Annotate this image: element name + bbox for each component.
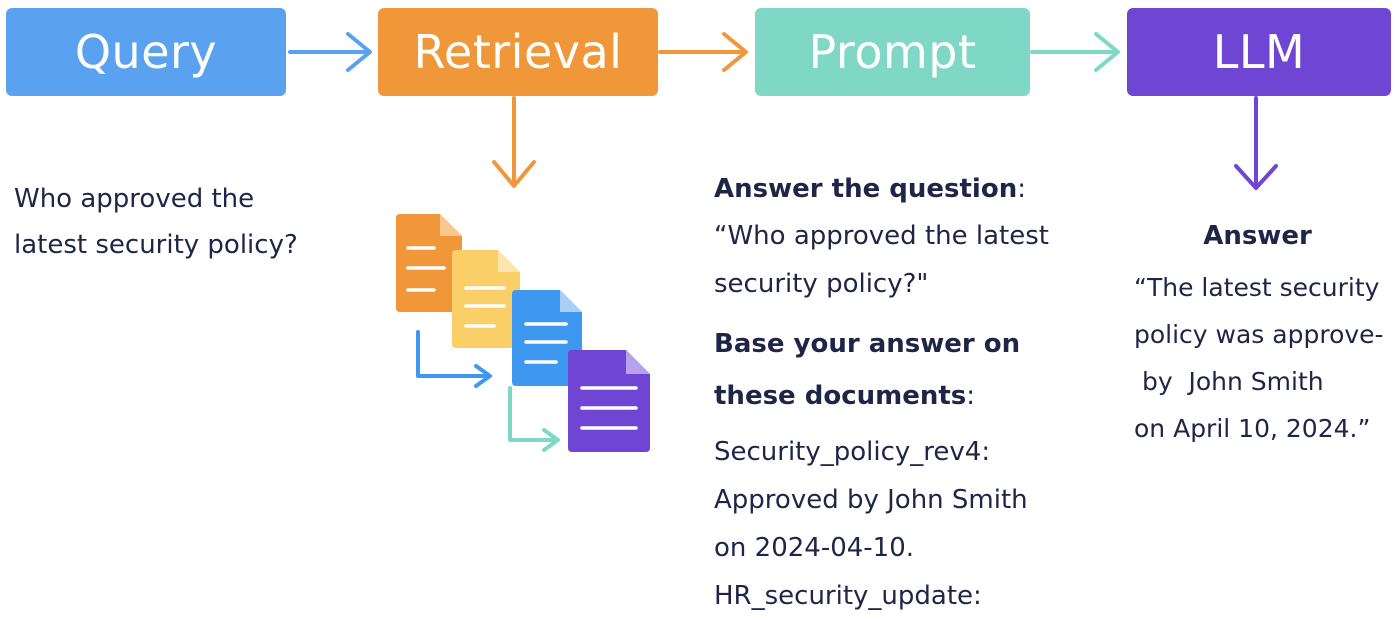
arrow-doc-blue: [416, 330, 492, 388]
arrow-retrieval-to-prompt: [658, 32, 748, 72]
llm-stage-label: LLM: [1212, 25, 1306, 79]
answer-title: Answer: [1203, 221, 1312, 251]
llm-stage-box: LLM: [1127, 8, 1391, 96]
prompt-doc-line-1: Security_policy_rev4:: [714, 437, 991, 467]
prompt-question-line-2: security policy?": [714, 269, 929, 299]
prompt-base-line-2-bold: these documents: [714, 381, 967, 411]
arrow-prompt-to-llm: [1030, 32, 1120, 72]
prompt-stage-label: Prompt: [808, 25, 977, 79]
prompt-base-line-1: Base your answer on: [714, 329, 1021, 359]
prompt-instruction-colon: :: [1017, 174, 1026, 204]
document-icon-4: [568, 350, 650, 452]
query-line-2: latest security policy?: [14, 230, 298, 260]
prompt-base-colon: :: [966, 381, 976, 411]
arrow-query-to-retrieval: [288, 32, 372, 72]
retrieval-stage-box: Retrieval: [378, 8, 658, 96]
prompt-base-line-2: these documents:: [714, 370, 1114, 422]
prompt-question-line-1: “Who approved the latest: [714, 221, 1049, 251]
query-line-1: Who approved the: [14, 184, 255, 214]
prompt-doc-line-4: HR_security_update:: [714, 581, 982, 611]
query-question: Who approved the latest security policy?: [14, 176, 298, 268]
query-stage-label: Query: [74, 25, 218, 79]
answer-line-4: on April 10, 2024.”: [1134, 414, 1371, 443]
document-icon-2: [452, 250, 520, 348]
answer-line-2: policy was approve-: [1134, 320, 1384, 349]
query-stage-box: Query: [6, 8, 286, 96]
arrow-retrieval-down: [492, 96, 536, 188]
answer-line-1: “The latest security: [1134, 273, 1380, 302]
prompt-instruction-bold: Answer the question: [714, 174, 1018, 204]
document-icon-3: [512, 290, 582, 386]
prompt-doc-line-2: Approved by John Smith: [714, 485, 1028, 515]
retrieval-stage-label: Retrieval: [413, 25, 623, 79]
prompt-instruction: Answer the question:: [714, 166, 1114, 212]
answer-text: “The latest security policy was approve-…: [1134, 264, 1384, 452]
answer-line-3: by John Smith: [1134, 367, 1324, 396]
document-icon-1: [396, 214, 462, 312]
arrow-doc-teal: [508, 386, 560, 452]
prompt-stage-box: Prompt: [755, 8, 1030, 96]
prompt-text: Answer the question: “Who approved the l…: [714, 166, 1114, 620]
prompt-doc-line-3: on 2024-04-10.: [714, 533, 915, 563]
arrow-llm-down: [1234, 96, 1278, 190]
